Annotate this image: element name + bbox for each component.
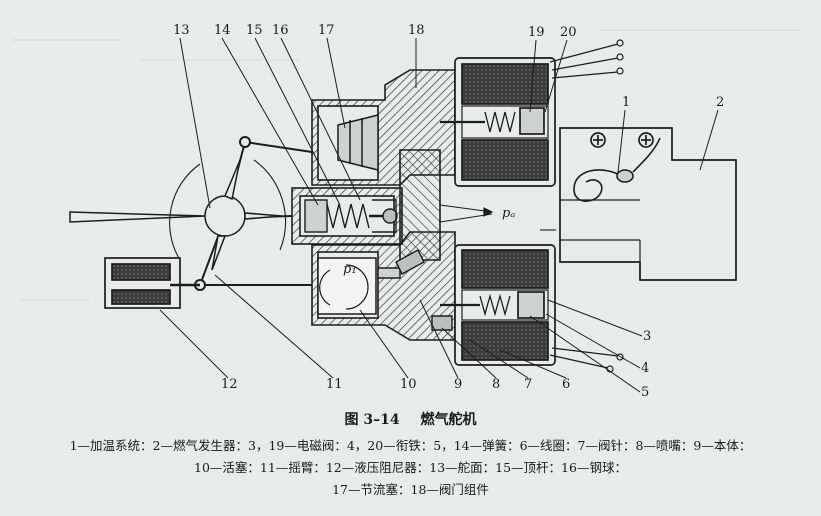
callout-10: 10 — [400, 377, 417, 392]
hydraulic-damper-12 — [104, 257, 200, 309]
throttle-plug — [337, 114, 379, 171]
callout-13: 13 — [173, 23, 190, 38]
callout-19: 19 — [528, 25, 545, 40]
callout-18: 18 — [408, 23, 425, 38]
callout-15: 15 — [246, 23, 263, 38]
callout-5: 5 — [641, 385, 650, 400]
legend-line-3: 17—节流塞：18—阀门组件 — [332, 482, 489, 497]
callout-3: 3 — [643, 329, 652, 344]
pressure-label-p1: p₁ — [343, 262, 357, 277]
callout-14: 14 — [214, 23, 231, 38]
callout-12: 12 — [221, 377, 238, 392]
callout-7: 7 — [524, 377, 533, 392]
callout-20: 20 — [560, 25, 577, 40]
legend-line-1: 1—加温系统：2—燃气发生器：3，19—电磁阀：4，20—衔铁：5，14—弹簧：… — [69, 438, 752, 453]
callout-6: 6 — [562, 377, 571, 392]
pressure-label-pa: pₐ — [502, 206, 516, 221]
callout-9: 9 — [454, 377, 463, 392]
figure-number: 图 3–14 — [344, 412, 400, 428]
callout-16: 16 — [272, 23, 289, 38]
pressure-arrows — [439, 204, 556, 231]
gas-rudder-servo-drawing — [69, 37, 737, 393]
callout-17: 17 — [318, 23, 335, 38]
callout-4: 4 — [641, 361, 650, 376]
rudder-13 — [69, 159, 287, 271]
callout-8: 8 — [492, 377, 501, 392]
wire-leads — [549, 39, 624, 373]
figure-caption: 图 3–14 燃气舵机 — [0, 409, 821, 429]
steel-ball-16 — [382, 208, 398, 224]
heating-system-1 — [573, 137, 661, 202]
nozzle-8 — [395, 249, 453, 331]
figure-title: 燃气舵机 — [420, 412, 477, 428]
piston-10 — [317, 257, 401, 315]
leader-lines — [159, 37, 719, 393]
solenoid-valve-3 — [440, 244, 556, 366]
legend-line-2: 10—活塞：11—摇臂：12—液压阻尼器：13—舵面：15—顶杆：16—钢球： — [194, 460, 627, 475]
callout-2: 2 — [716, 95, 725, 110]
spring-14 — [304, 199, 398, 233]
callout-1: 1 — [622, 95, 631, 110]
gas-generator-2 — [559, 127, 737, 281]
solenoid-valve-19 — [440, 57, 556, 187]
callout-11: 11 — [326, 377, 343, 392]
